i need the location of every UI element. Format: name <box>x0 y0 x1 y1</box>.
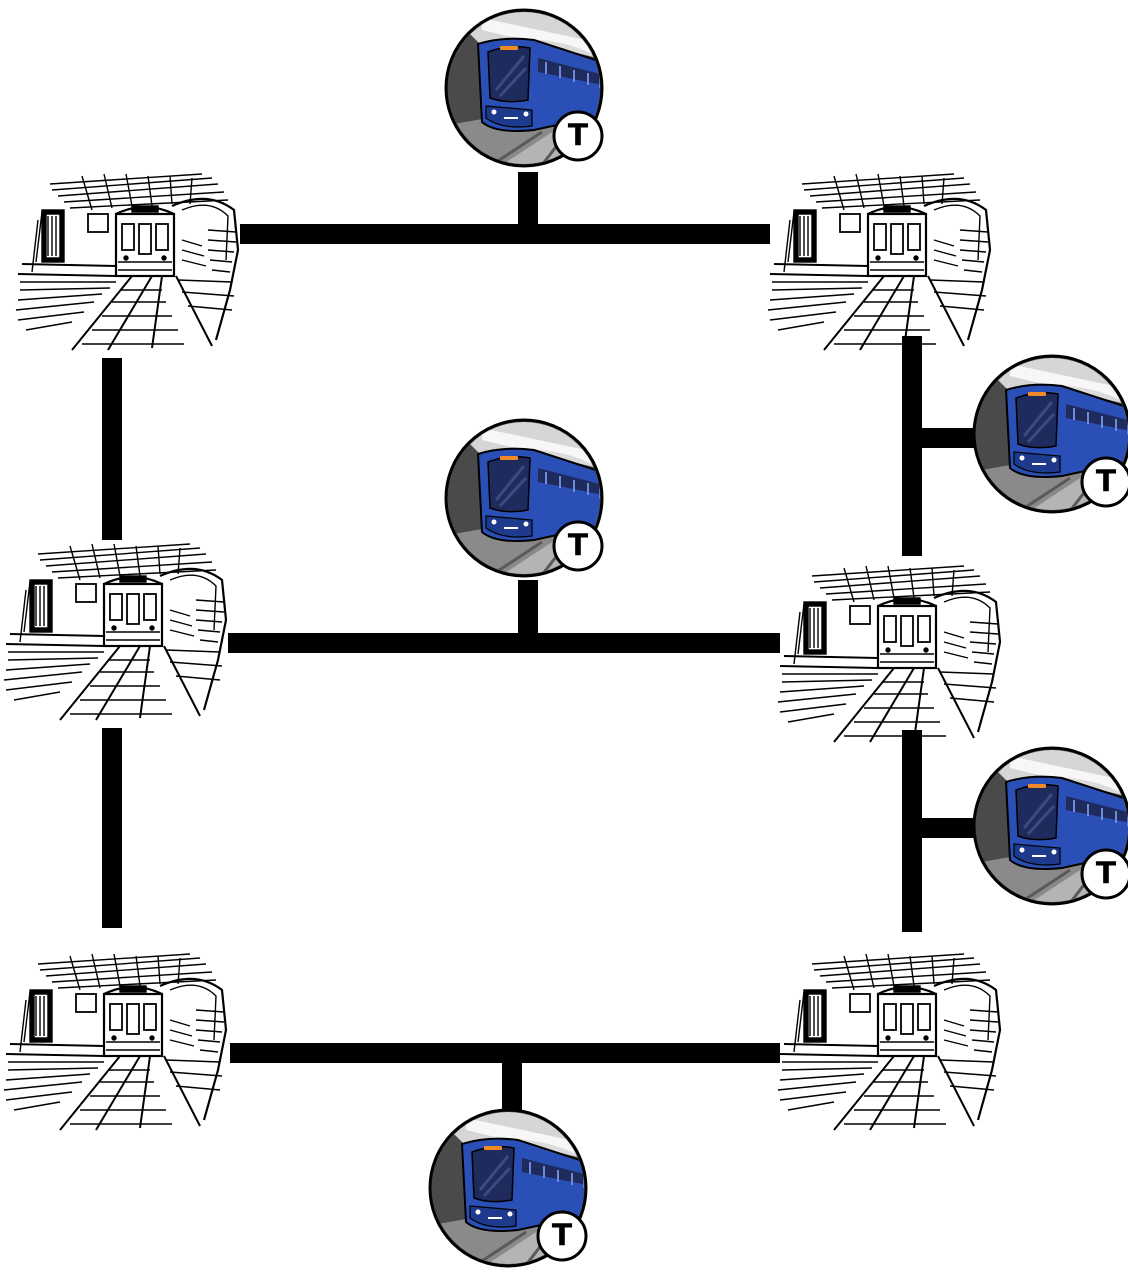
metro-badge-label: T <box>568 529 589 564</box>
station-platform-icon <box>774 562 1006 744</box>
metro-train-icon: T <box>426 1106 598 1275</box>
metro-badge-label: T <box>1096 465 1117 500</box>
metro-train-icon: T <box>442 416 614 588</box>
metro-badge-label: T <box>552 1219 573 1254</box>
metro-train-icon: T <box>970 744 1128 916</box>
station-platform-icon <box>774 950 1006 1132</box>
metro-badge-label: T <box>1096 857 1117 892</box>
metro-train-icon: T <box>970 352 1128 524</box>
metro-badge-label: T <box>568 119 589 154</box>
station-platform-icon <box>0 540 232 722</box>
metro-train-icon: T <box>442 6 614 178</box>
station-platform-icon <box>0 950 232 1132</box>
station-platform-icon <box>12 170 244 352</box>
station-platform-icon <box>764 170 996 352</box>
